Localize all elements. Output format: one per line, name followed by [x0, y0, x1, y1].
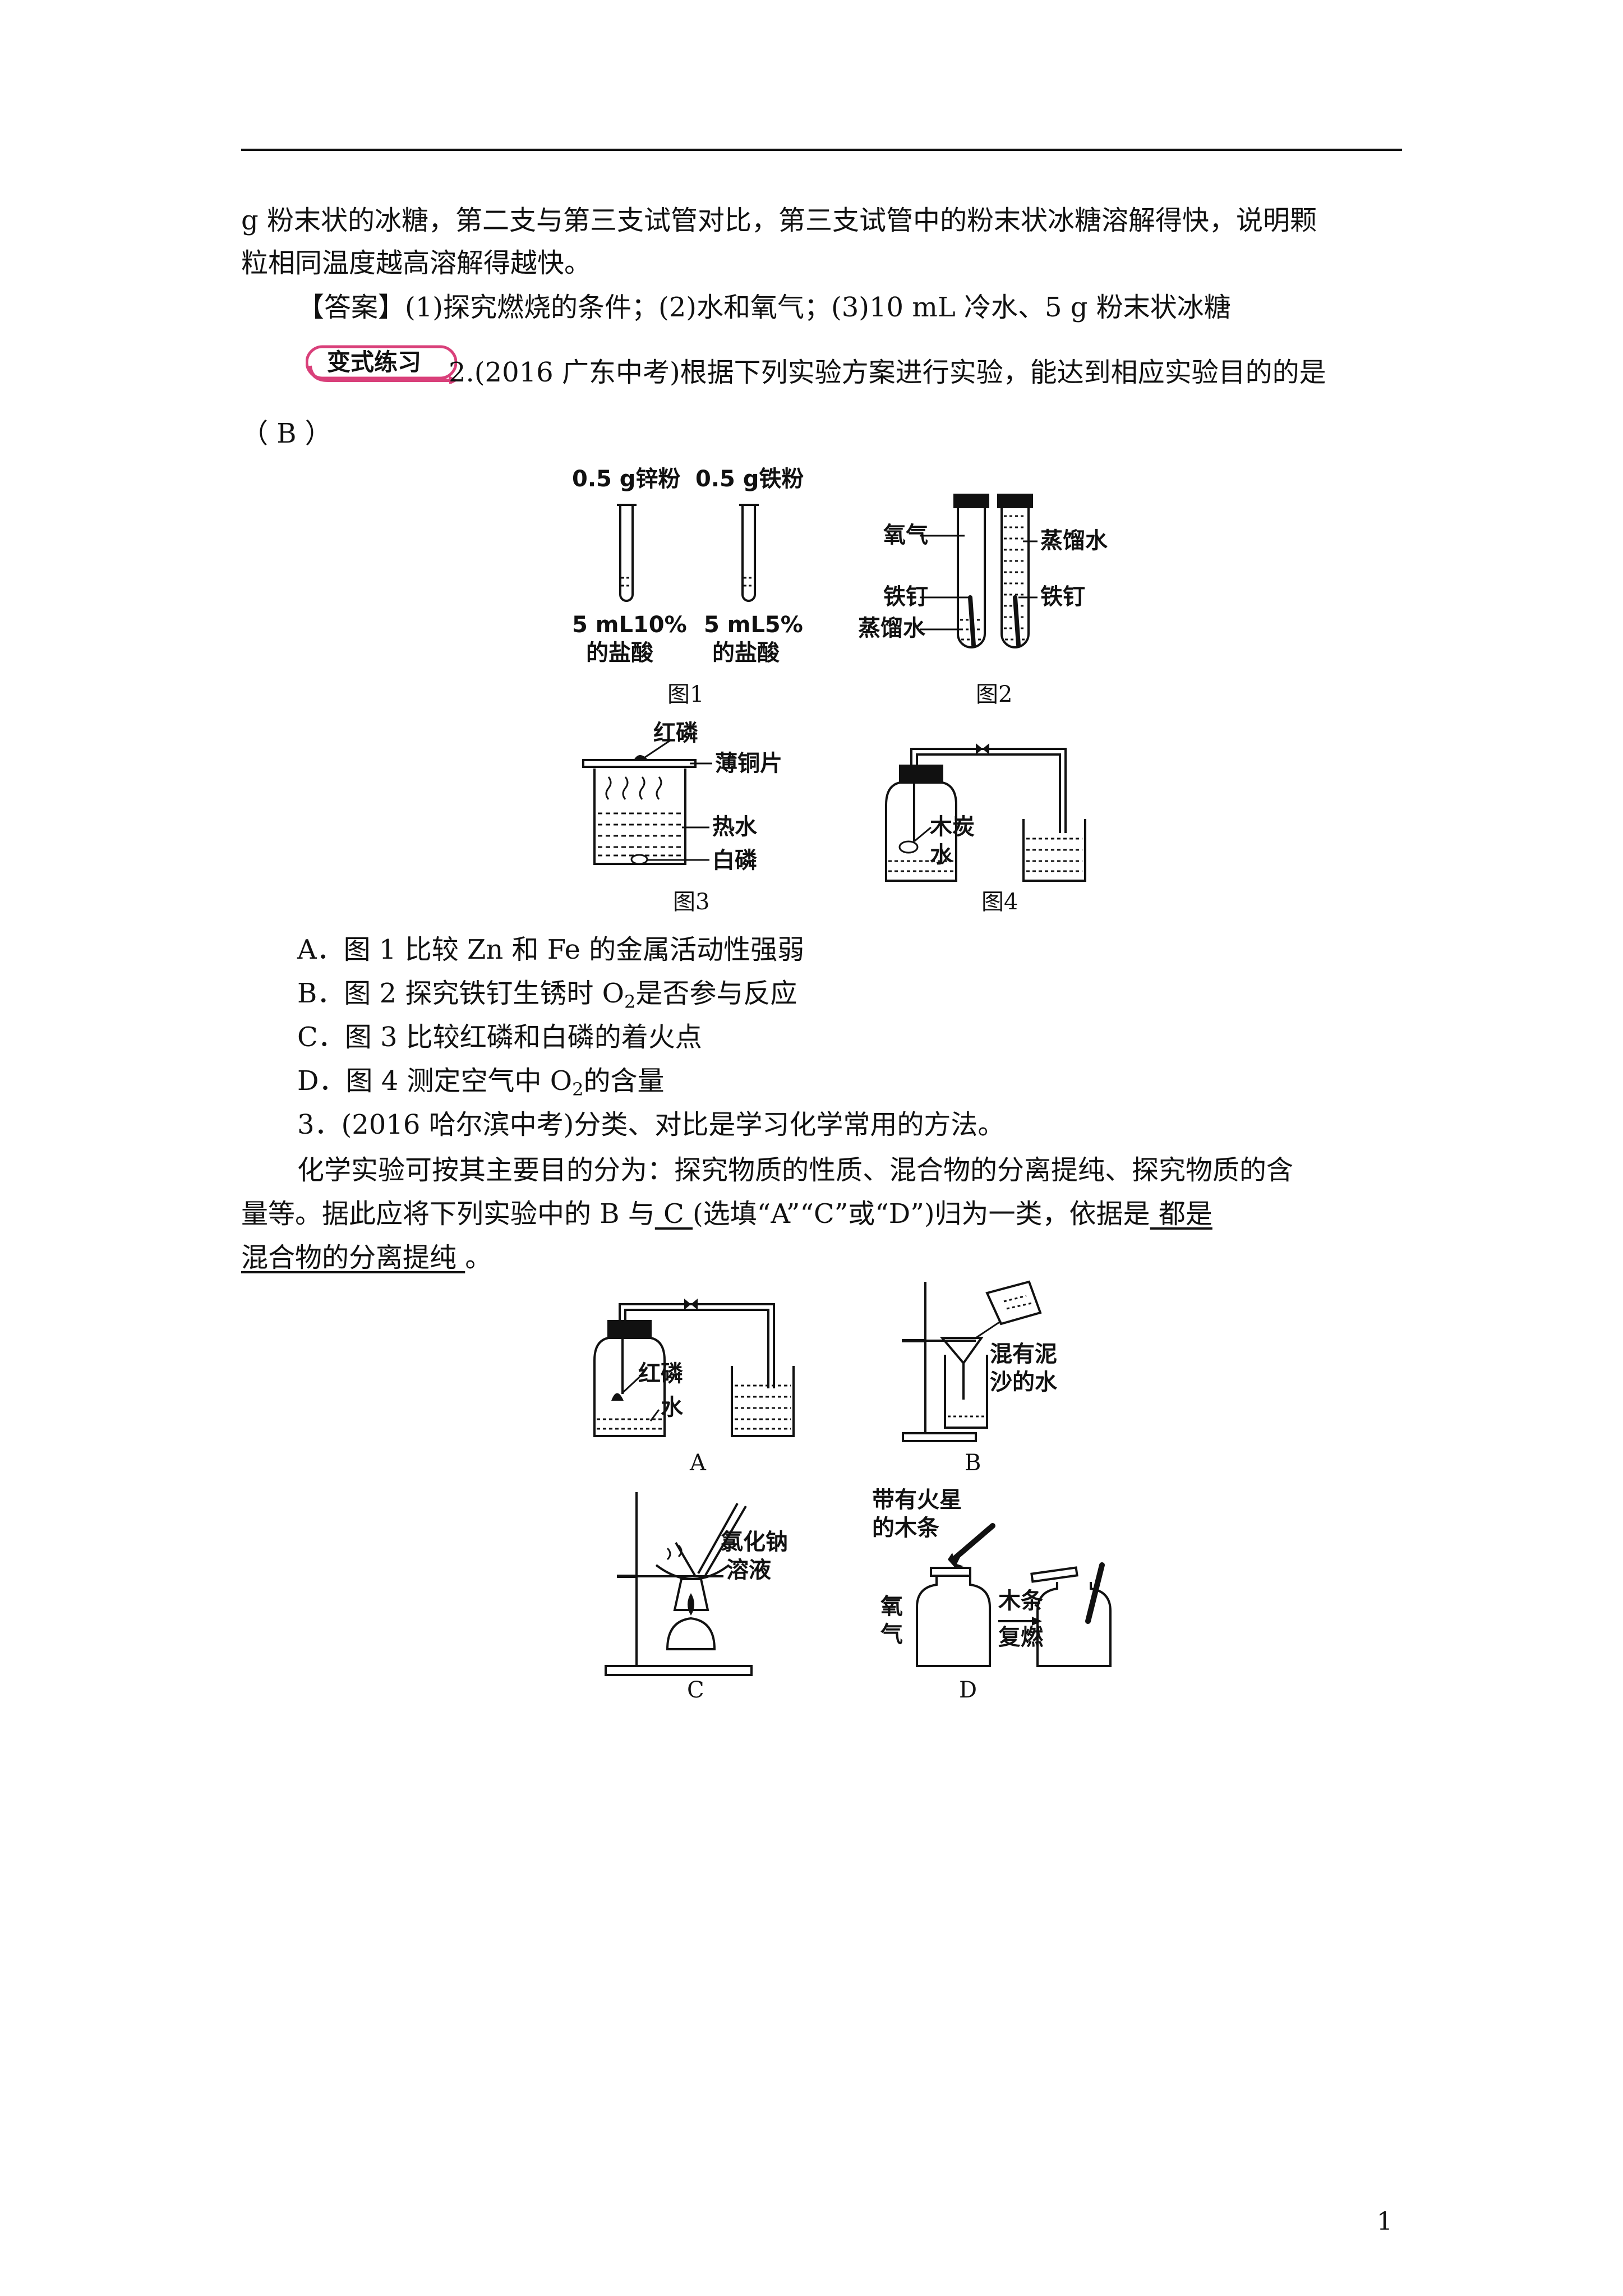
fig2-nail-left-label: 铁钉 [883, 584, 928, 610]
fig3-red-phosphorus-label: 红磷 [653, 720, 698, 746]
question-3-para-1: 化学实验可按其主要目的分为：探究物质的性质、混合物的分离提纯、探究物质的含 [297, 1154, 1294, 1186]
figC-nacl-label-2: 溶液 [726, 1557, 771, 1583]
fig1-acid-left-label: 的盐酸 [586, 640, 653, 666]
fig2-test-tubes [920, 494, 1038, 648]
fig2-nail-right-label: 铁钉 [1040, 584, 1085, 610]
fig3-caption: 图3 [673, 889, 710, 915]
fig3-copper-label: 薄铜片 [715, 751, 782, 776]
figB-filtration [902, 1280, 1042, 1442]
figure-b: 混有泥 沙的水 B [892, 1271, 1116, 1484]
figB-muddy-water-label-2: 沙的水 [990, 1369, 1057, 1395]
figure-4: 木炭 水 图4 [875, 721, 1127, 915]
fig1-test-tubes [617, 504, 759, 602]
answer-line: 【答案】(1)探究燃烧的条件；(2)水和氧气；(3)10 mL 冷水、5 g 粉… [297, 292, 1231, 323]
fig4-water-label: 水 [930, 842, 952, 868]
question-3-para-2: 量等。据此应将下列实验中的 B 与 C (选填“A”“C”或“D”)归为一类，依… [241, 1198, 1212, 1230]
fig1-caption: 图1 [667, 682, 704, 707]
fig1-iron-label: 0.5 g铁粉 [695, 466, 804, 492]
page-number: 1 [1377, 2207, 1393, 2236]
fig2-caption: 图2 [976, 682, 1013, 707]
fig4-caption: 图4 [981, 889, 1018, 915]
fig2-water-left-label: 蒸馏水 [858, 615, 925, 641]
option-b: B．图 2 探究铁钉生锈时 O2是否参与反应 [297, 978, 797, 1013]
question-2: 2.(2016 广东中考)根据下列实验方案进行实验，能达到相应实验目的的是 [449, 357, 1326, 388]
text-line-1: g 粉末状的冰糖，第二支与第三支试管对比，第三支试管中的粉末状冰糖溶解得快，说明… [241, 205, 1317, 236]
figB-muddy-water-label-1: 混有泥 [990, 1341, 1057, 1367]
variant-practice-tag: 变式练习 [305, 343, 458, 385]
figD-relight-label-1: 木条 [998, 1588, 1043, 1614]
figD-splint-label-2: 的木条 [872, 1515, 939, 1541]
figure-c: 氯化钠 溶液 C [583, 1481, 836, 1705]
question-3-para-3: 混合物的分离提纯 。 [241, 1242, 492, 1273]
figD-relight-label-2: 复燃 [998, 1625, 1043, 1650]
figC-nacl-label-1: 氯化钠 [721, 1529, 788, 1555]
blank-2b: 混合物的分离提纯 [241, 1242, 465, 1273]
fig1-zinc-label: 0.5 g锌粉 [572, 466, 681, 492]
text-line-2: 粒相同温度越高溶解得越快。 [241, 247, 592, 279]
fig3-hot-water-label: 热水 [712, 814, 757, 840]
variant-tag-text: 变式练习 [327, 348, 421, 376]
option-a: A．图 1 比较 Zn 和 Fe 的金属活动性强弱 [297, 934, 805, 965]
fig4-charcoal-label: 木炭 [930, 814, 975, 840]
figure-1: 0.5 g锌粉 0.5 g铁粉 5 mL10% 的盐酸 5 mL5% 的盐酸 图… [561, 466, 813, 712]
figure-d: 带有火星 的木条 氧 气 木条 复燃 D [864, 1481, 1155, 1705]
figA-red-phosphorus-label: 红磷 [638, 1361, 683, 1387]
figure-2: 氧气 铁钉 蒸馏水 蒸馏水 铁钉 图2 [852, 482, 1166, 712]
fig3-beaker [582, 739, 712, 865]
header-rule [241, 149, 1402, 151]
figA-apparatus [593, 1299, 795, 1437]
figC-evaporation [605, 1492, 753, 1676]
fig4-apparatus [885, 743, 1086, 882]
option-c: C．图 3 比较红磷和白磷的着火点 [297, 1022, 702, 1053]
figA-water-label: 水 [661, 1395, 683, 1420]
figD-caption: D [959, 1677, 978, 1703]
fig3-white-phosphorus-label: 白磷 [712, 848, 757, 873]
figC-caption: C [687, 1677, 704, 1703]
fig2-oxygen-label: 氧气 [883, 522, 928, 548]
blank-2a: 都是 [1150, 1198, 1212, 1230]
figD-oxygen-label-1: 氧 [880, 1594, 903, 1619]
figA-caption: A [690, 1450, 706, 1476]
question-2-answer: （ B ） [241, 418, 332, 449]
figD-oxygen-label-2: 气 [880, 1622, 903, 1648]
blank-1: C [654, 1198, 693, 1230]
figD-oxygen-test [916, 1523, 1112, 1667]
figB-caption: B [965, 1450, 981, 1476]
option-d: D．图 4 测定空气中 O2的含量 [297, 1065, 665, 1100]
fig1-acid-right-label: 的盐酸 [712, 640, 780, 666]
fig2-water-right-label: 蒸馏水 [1040, 528, 1108, 554]
fig1-acid-10-label: 5 mL10% [572, 612, 687, 638]
figure-3: 红磷 薄铜片 热水 白磷 图3 [578, 715, 830, 915]
figD-splint-label-1: 带有火星 [872, 1487, 962, 1513]
fig1-acid-5-label: 5 mL5% [704, 612, 803, 638]
question-3: 3．(2016 哈尔滨中考)分类、对比是学习化学常用的方法。 [297, 1109, 1005, 1140]
figure-a: 红磷 水 A [583, 1276, 836, 1484]
